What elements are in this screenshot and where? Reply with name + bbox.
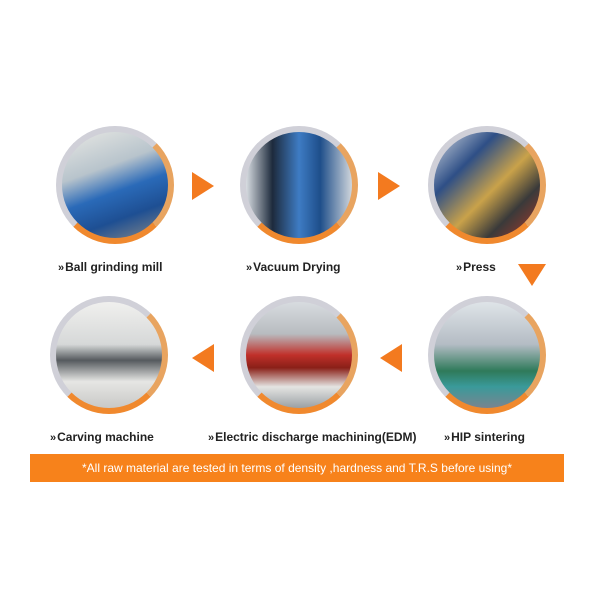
double-chevron-icon: »: [208, 432, 214, 444]
double-chevron-icon: »: [246, 262, 252, 274]
double-chevron-icon: »: [444, 432, 450, 444]
carving-machine-photo: [50, 296, 168, 414]
arrow-right-icon: [378, 172, 400, 200]
edm-label: »Electric discharge machining(EDM): [208, 430, 417, 444]
arrow-right-icon: [192, 172, 214, 200]
arrow-left-icon: [192, 344, 214, 372]
quality-note-banner: *All raw material are tested in terms of…: [30, 454, 564, 482]
carving-machine-label: »Carving machine: [50, 430, 154, 444]
double-chevron-icon: »: [456, 262, 462, 274]
double-chevron-icon: »: [50, 432, 56, 444]
hip-sintering-label: »HIP sintering: [444, 430, 525, 444]
double-chevron-icon: »: [58, 262, 64, 274]
arrow-left-icon: [380, 344, 402, 372]
hip-sintering-photo: [428, 296, 546, 414]
vacuum-drying-photo: [240, 126, 358, 244]
ball-grinding-mill-label: »Ball grinding mill: [58, 260, 163, 274]
arrow-down-icon: [518, 264, 546, 286]
ball-grinding-mill-photo: [56, 126, 174, 244]
press-photo: [428, 126, 546, 244]
vacuum-drying-label: »Vacuum Drying: [246, 260, 341, 274]
edm-photo: [240, 296, 358, 414]
press-label: »Press: [456, 260, 496, 274]
